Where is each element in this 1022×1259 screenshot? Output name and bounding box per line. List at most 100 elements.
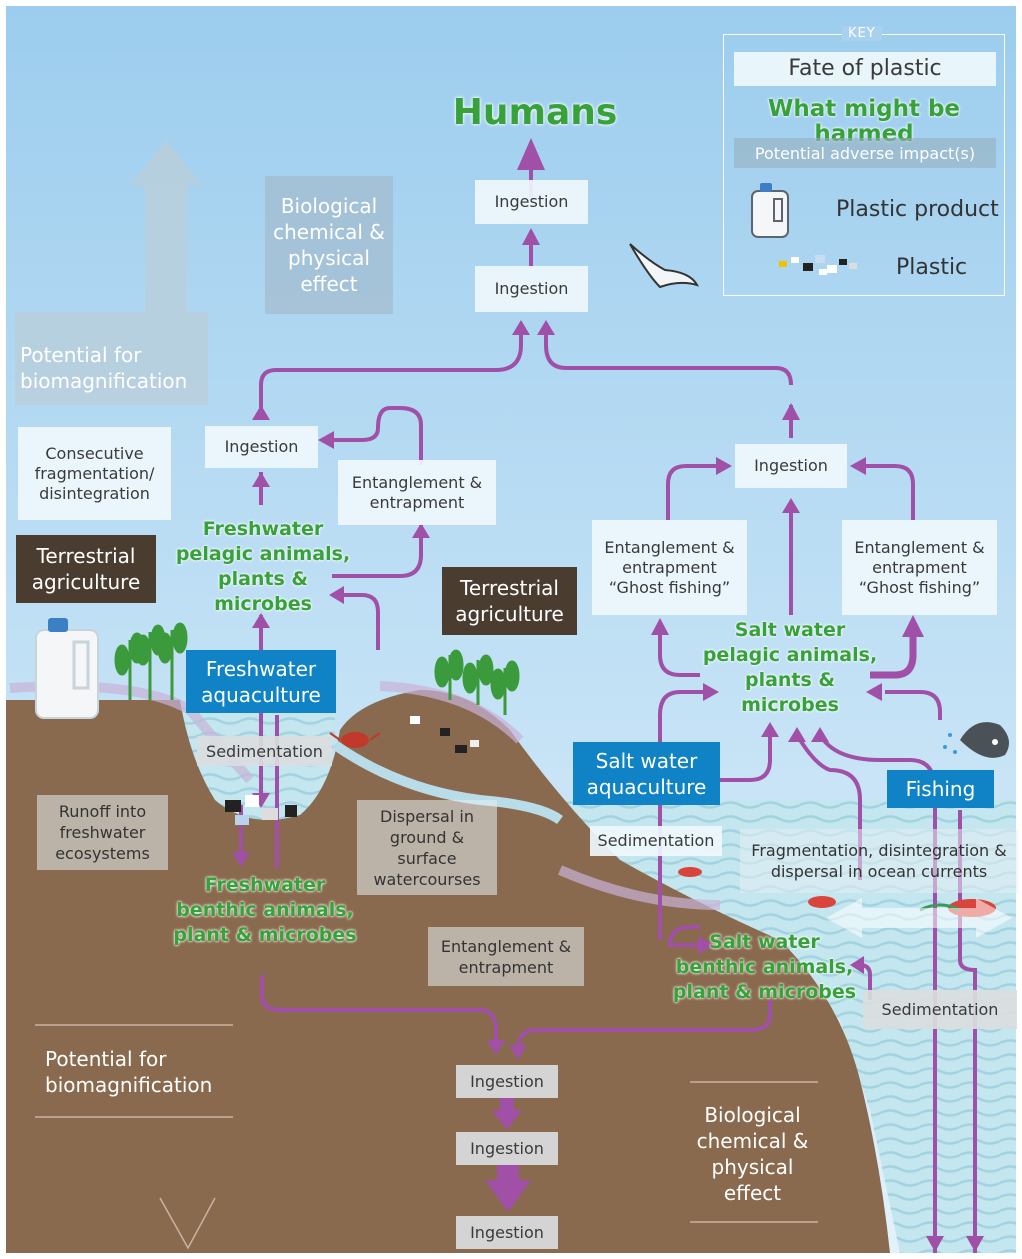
stream	[332, 740, 563, 825]
arrowhead	[850, 457, 866, 475]
freshwater-benthic-harmed: Freshwater benthic animals, plant & micr…	[173, 874, 357, 946]
arrowhead	[232, 852, 250, 867]
entanglement-freshwater: Entanglement & entrapment	[338, 460, 496, 525]
biomagnification-arrow-base	[15, 312, 208, 405]
arrow-sw-sediment-up	[658, 690, 705, 940]
key-potential-adverse-impacts: Potential adverse impact(s)	[734, 138, 996, 168]
arrowhead	[252, 472, 270, 487]
humans-title: Humans	[452, 92, 618, 133]
ingestion-arrow-shaft	[497, 1164, 519, 1184]
arrow-fw-benthic-to-ingestion	[260, 975, 498, 1045]
arrowhead	[866, 683, 882, 701]
arrowhead	[651, 618, 669, 635]
ingestion-bottom-2: Ingestion	[456, 1132, 558, 1165]
arrowhead	[487, 1040, 505, 1055]
plastic-product-icon	[750, 181, 790, 239]
arrowhead	[788, 727, 806, 742]
plastic-bottle-illustration	[35, 618, 99, 719]
arrowhead	[902, 615, 924, 637]
ingestion-arrow-shaft	[500, 1096, 514, 1114]
arrow-deep-right	[958, 810, 977, 1253]
ingestion-saltwater: Ingestion	[735, 444, 847, 488]
arrowhead	[485, 1180, 531, 1212]
sedimentation-deep: Sedimentation	[863, 990, 1017, 1029]
arrowhead	[522, 228, 540, 245]
arrowhead	[512, 320, 530, 335]
plants-middle	[434, 649, 520, 715]
arrow-sw-to-top	[544, 325, 793, 386]
freshwater-aquaculture: Freshwater aquaculture	[186, 650, 336, 713]
biological-effect-bottom: Biological chemical & physical effect	[696, 1103, 809, 1205]
plastic-icon	[769, 249, 869, 281]
freshwater-pelagic-harmed: Freshwater pelagic animals, plants & mic…	[175, 518, 351, 615]
arrow-sw-to-entangle-left	[658, 625, 700, 677]
arrow-sw-to-entangle-right	[870, 625, 917, 679]
biological-effect-top: Biological chemical & physical effect	[265, 176, 393, 314]
biomagnification-bottom: Potential for biomagnification	[45, 1047, 213, 1097]
key-title: KEY	[842, 26, 882, 41]
ingestion-bottom-1: Ingestion	[456, 1065, 558, 1098]
arrow-entangle-left-to-ingestion	[666, 464, 720, 520]
arrowhead	[703, 683, 719, 701]
arrow-fishing-to-pelagic	[885, 690, 942, 720]
fishing: Fishing	[887, 770, 994, 808]
arrowhead	[252, 613, 270, 628]
dispersal-flow	[379, 681, 524, 744]
arrow-fw-to-top	[259, 325, 523, 410]
arrowhead	[252, 405, 270, 420]
dispersal-watercourses: Dispersal in ground & surface watercours…	[357, 800, 497, 895]
arrowhead	[329, 586, 344, 604]
arrowhead	[537, 320, 555, 335]
ingestion-top-1: Ingestion	[475, 180, 588, 224]
crab	[329, 732, 381, 748]
consecutive-fragmentation: Consecutive fragmentation/ disintegratio…	[18, 427, 171, 520]
arrowhead	[850, 956, 864, 974]
arrow-sw-benthic-to-ingestion	[516, 1000, 772, 1051]
plastic-debris	[225, 716, 479, 825]
arrow-entanglement-to-ingestion	[322, 406, 423, 465]
arrow-entangle-right-to-ingestion	[862, 464, 915, 520]
entanglement-saltwater-left: Entanglement & entrapment “Ghost fishing…	[592, 520, 747, 615]
saltwater-benthic-harmed: Salt water benthic animals, plant & micr…	[672, 931, 857, 1003]
ocean-flow	[557, 865, 721, 910]
arrowhead	[716, 457, 732, 475]
plants-left	[114, 622, 188, 700]
arrowhead	[509, 1045, 527, 1060]
arrow-to-sw-benthic	[667, 925, 700, 947]
arrowhead	[492, 1110, 522, 1130]
ingestion-freshwater: Ingestion	[205, 426, 318, 468]
key-fate-of-plastic: Fate of plastic	[734, 52, 996, 86]
arrow-sw-aqua-to-pelagic	[720, 730, 772, 782]
saltwater-aquaculture: Salt water aquaculture	[573, 742, 720, 805]
arrowhead	[782, 498, 800, 513]
seal	[943, 722, 1009, 758]
arrowhead	[811, 727, 829, 742]
sedimentation-saltwater: Sedimentation	[590, 826, 722, 856]
arrowhead	[761, 722, 779, 737]
arrowhead	[318, 431, 334, 449]
biomagnification-arrow-up	[130, 140, 202, 312]
arrowhead	[412, 523, 430, 538]
arrow-fw-to-entanglement	[332, 525, 423, 578]
current-arrow	[826, 898, 1012, 938]
entanglement-ground: Entanglement & entrapment	[428, 927, 584, 986]
biomagnification-top: Potential for biomagnification	[20, 343, 188, 393]
arrowhead	[698, 936, 714, 954]
ingestion-bottom-3: Ingestion	[456, 1216, 558, 1249]
arrow-pond-to-pelagic	[332, 593, 380, 650]
key-legend: KEY Fate of plastic What might be harmed…	[723, 26, 1005, 296]
sedimentation-freshwater: Sedimentation	[197, 736, 332, 766]
entanglement-saltwater-right: Entanglement & entrapment “Ghost fishing…	[842, 520, 997, 615]
bird	[629, 243, 700, 289]
key-plastic: Plastic	[896, 255, 968, 280]
arrowhead	[782, 403, 800, 420]
biomagnification-arrow-down	[159, 1197, 216, 1250]
key-plastic-product: Plastic product	[836, 197, 999, 222]
arrowhead	[926, 1236, 944, 1252]
saltwater-pelagic-harmed: Salt water pelagic animals, plants & mic…	[702, 619, 878, 716]
arrow-sw-pelagic-down	[795, 733, 862, 880]
terrestrial-agriculture-mid: Terrestrial agriculture	[442, 567, 577, 635]
runoff-into-freshwater: Runoff into freshwater ecosystems	[37, 795, 168, 870]
arrowhead	[517, 138, 545, 170]
